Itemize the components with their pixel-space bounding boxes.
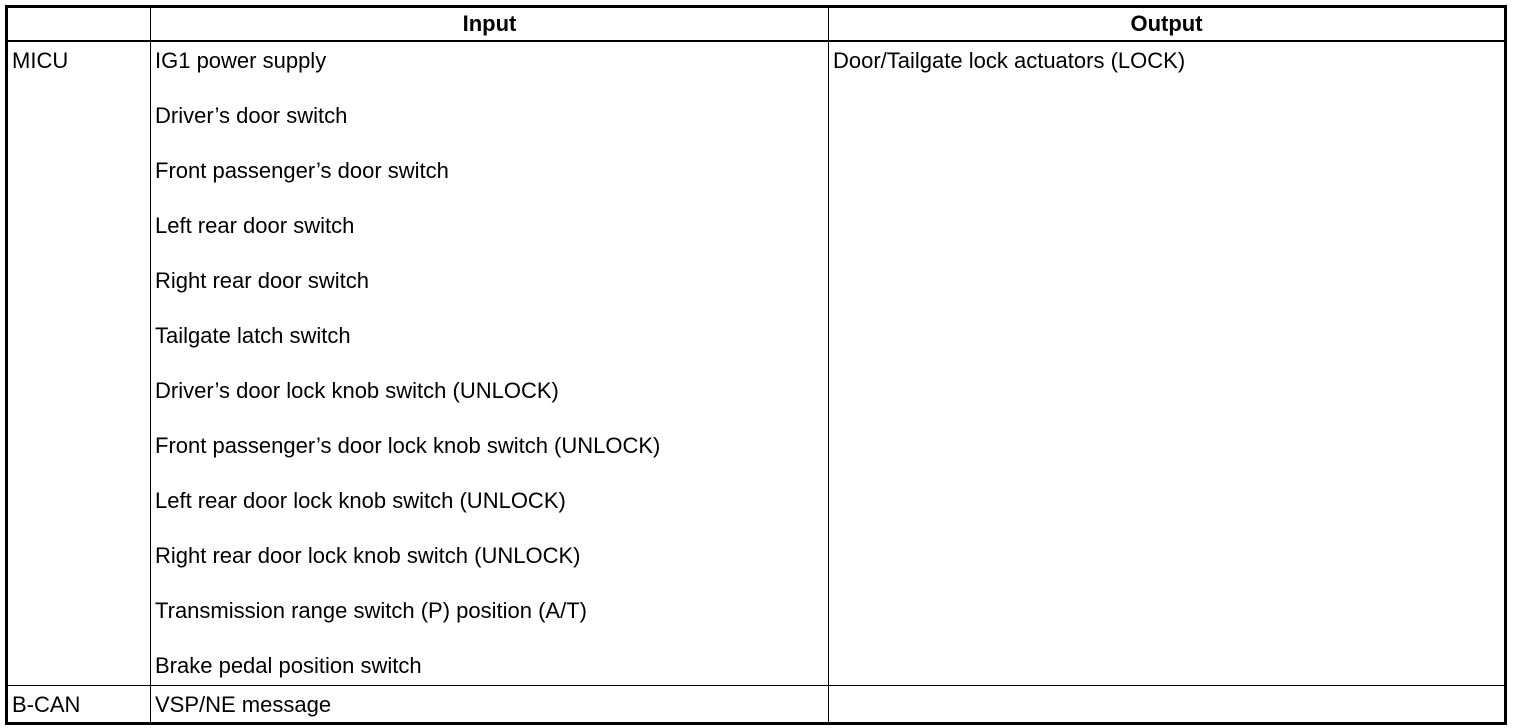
input-item: Left rear door switch [155,213,355,238]
input-item: Driver’s door switch [155,103,348,128]
output-cell [828,685,1506,724]
input-item: Brake pedal position switch [155,653,422,678]
input-output-table: Input Output MICU IG1 power supply Drive… [5,5,1507,725]
output-label [829,703,1504,705]
input-item: Driver’s door lock knob switch (UNLOCK) [155,378,559,403]
inputs-list: IG1 power supply Driver’s door switch Fr… [151,42,828,685]
input-item: Transmission range switch (P) position (… [155,598,587,623]
input-item: Front passenger’s door switch [155,158,449,183]
table-row-micu: MICU IG1 power supply Driver’s door swit… [6,40,1506,686]
header-blank-cell [6,6,151,42]
input-item: VSP/NE message [155,692,332,717]
table-header: Input Output [6,6,1506,42]
header-row: Input Output [6,6,1506,42]
input-item: Front passenger’s door lock knob switch … [155,433,661,458]
output-label: Door/Tailgate lock actuators (LOCK) [833,48,1186,73]
unit-label: MICU [12,48,69,73]
input-item: IG1 power supply [155,48,327,73]
inputs-cell: VSP/NE message [150,685,829,724]
table-row-bcan: B-CAN VSP/NE message [6,685,1506,724]
input-item: Right rear door switch [155,268,369,293]
table-body: MICU IG1 power supply Driver’s door swit… [6,40,1506,724]
input-item: Left rear door lock knob switch (UNLOCK) [155,488,566,513]
input-item: Right rear door lock knob switch (UNLOCK… [155,543,581,568]
inputs-cell: IG1 power supply Driver’s door switch Fr… [150,40,829,686]
input-item: Tailgate latch switch [155,323,351,348]
unit-cell: MICU [6,40,151,686]
unit-cell: B-CAN [6,685,151,724]
output-cell: Door/Tailgate lock actuators (LOCK) [828,40,1506,686]
unit-label: B-CAN [12,692,81,717]
header-input: Input [150,6,829,42]
header-output: Output [828,6,1506,42]
